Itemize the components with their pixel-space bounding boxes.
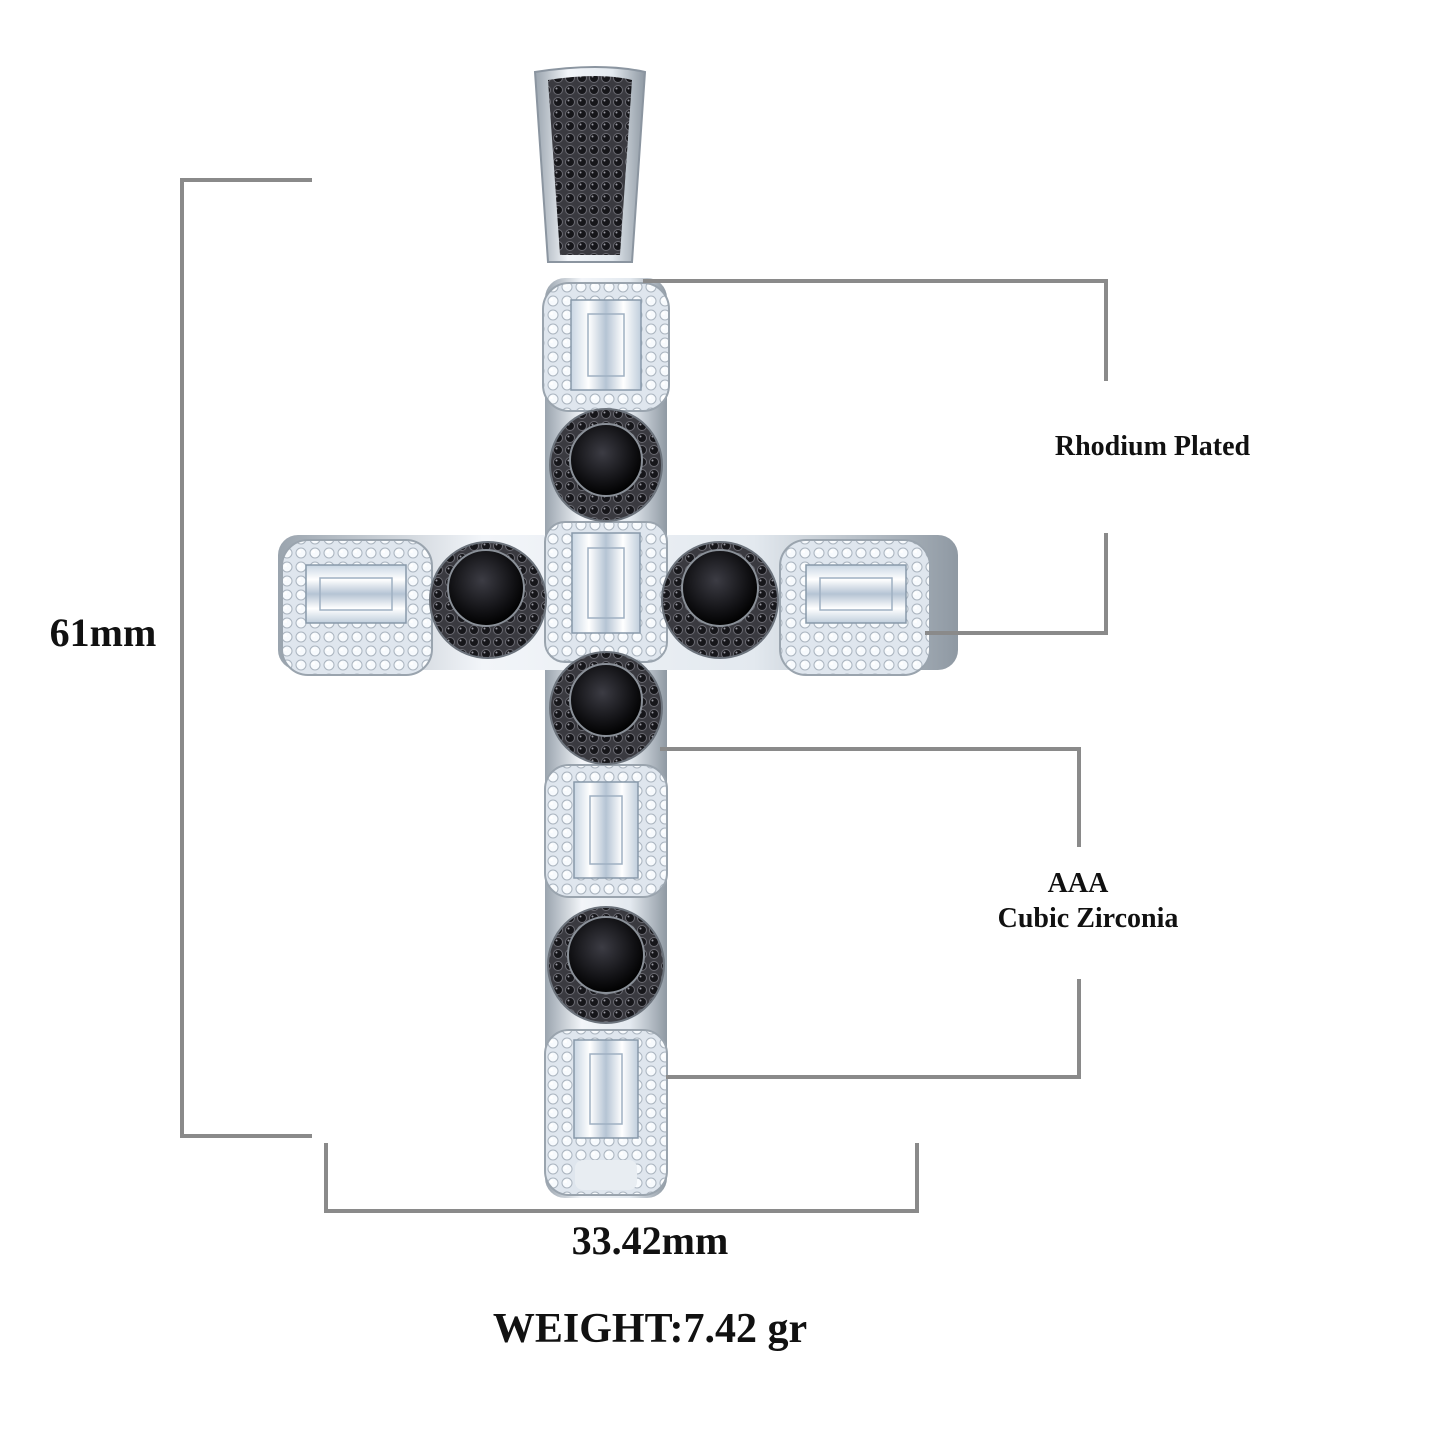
plating-callout-top (643, 279, 1108, 283)
bail (533, 66, 647, 263)
baguette-lower (544, 764, 668, 898)
black-stone-middle (549, 651, 663, 765)
plating-label: Rhodium Plated (1054, 431, 1251, 462)
stone-grade-label: AAA (1047, 868, 1109, 899)
black-stone-left (429, 541, 547, 659)
plating-callout-bottom (925, 631, 1108, 635)
black-stone-right (661, 541, 779, 659)
width-bracket-right (915, 1143, 919, 1213)
stone-callout-top (660, 747, 1081, 751)
baguette-bottom (544, 1029, 668, 1196)
stone-callout-lower-vertical (1077, 979, 1081, 1079)
stone-type-label: Cubic Zirconia (997, 903, 1179, 934)
height-bracket-vertical (180, 178, 184, 1138)
plating-callout-lower-vertical (1104, 533, 1108, 635)
width-label: 33.42mm (571, 1218, 729, 1263)
baguette-top (542, 282, 670, 412)
height-label: 61mm (49, 610, 157, 655)
baguette-right (779, 539, 931, 676)
black-stone-top (549, 408, 663, 522)
weight-label: WEIGHT:7.42 gr (492, 1306, 808, 1352)
height-bracket-bottom (180, 1134, 312, 1138)
width-bracket-horizontal (324, 1209, 919, 1213)
black-stone-lower (547, 906, 665, 1024)
plating-callout-upper-vertical (1104, 279, 1108, 381)
width-bracket-left (324, 1143, 328, 1213)
baguette-center (544, 521, 668, 663)
stone-callout-bottom (666, 1075, 1081, 1079)
baguette-left (281, 539, 433, 676)
stone-callout-upper-vertical (1077, 747, 1081, 847)
height-bracket-top (180, 178, 312, 182)
